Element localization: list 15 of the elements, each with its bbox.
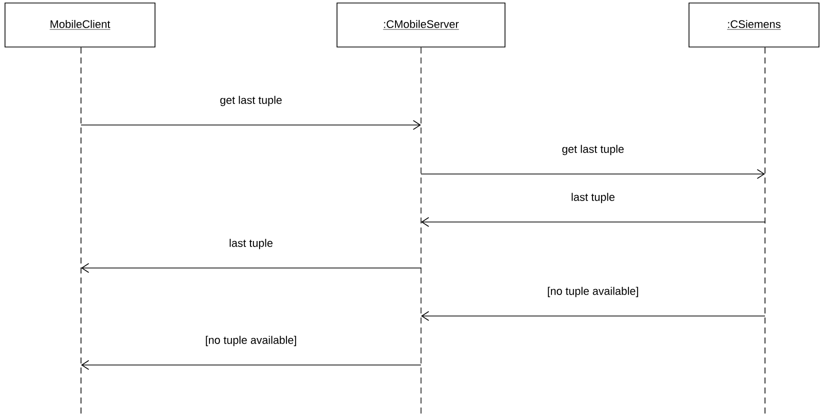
message-arrow — [81, 360, 422, 370]
message-arrow — [421, 311, 766, 321]
message-label: [no tuple available] — [204, 334, 298, 348]
object-box: MobileClient — [4, 2, 156, 48]
object-box: :CSiemens — [688, 2, 820, 48]
message-arrow — [80, 120, 421, 130]
message-label: [no tuple available] — [546, 286, 640, 298]
message-label: last tuple — [228, 238, 274, 250]
message-arrow — [81, 263, 422, 273]
message-label: get last tuple — [560, 144, 626, 156]
message-arrow — [421, 217, 766, 227]
object-box: :CMobileServer — [336, 2, 506, 48]
message-arrow — [420, 169, 765, 179]
message-label: get last tuple — [218, 94, 284, 108]
message-label: last tuple — [570, 192, 616, 204]
